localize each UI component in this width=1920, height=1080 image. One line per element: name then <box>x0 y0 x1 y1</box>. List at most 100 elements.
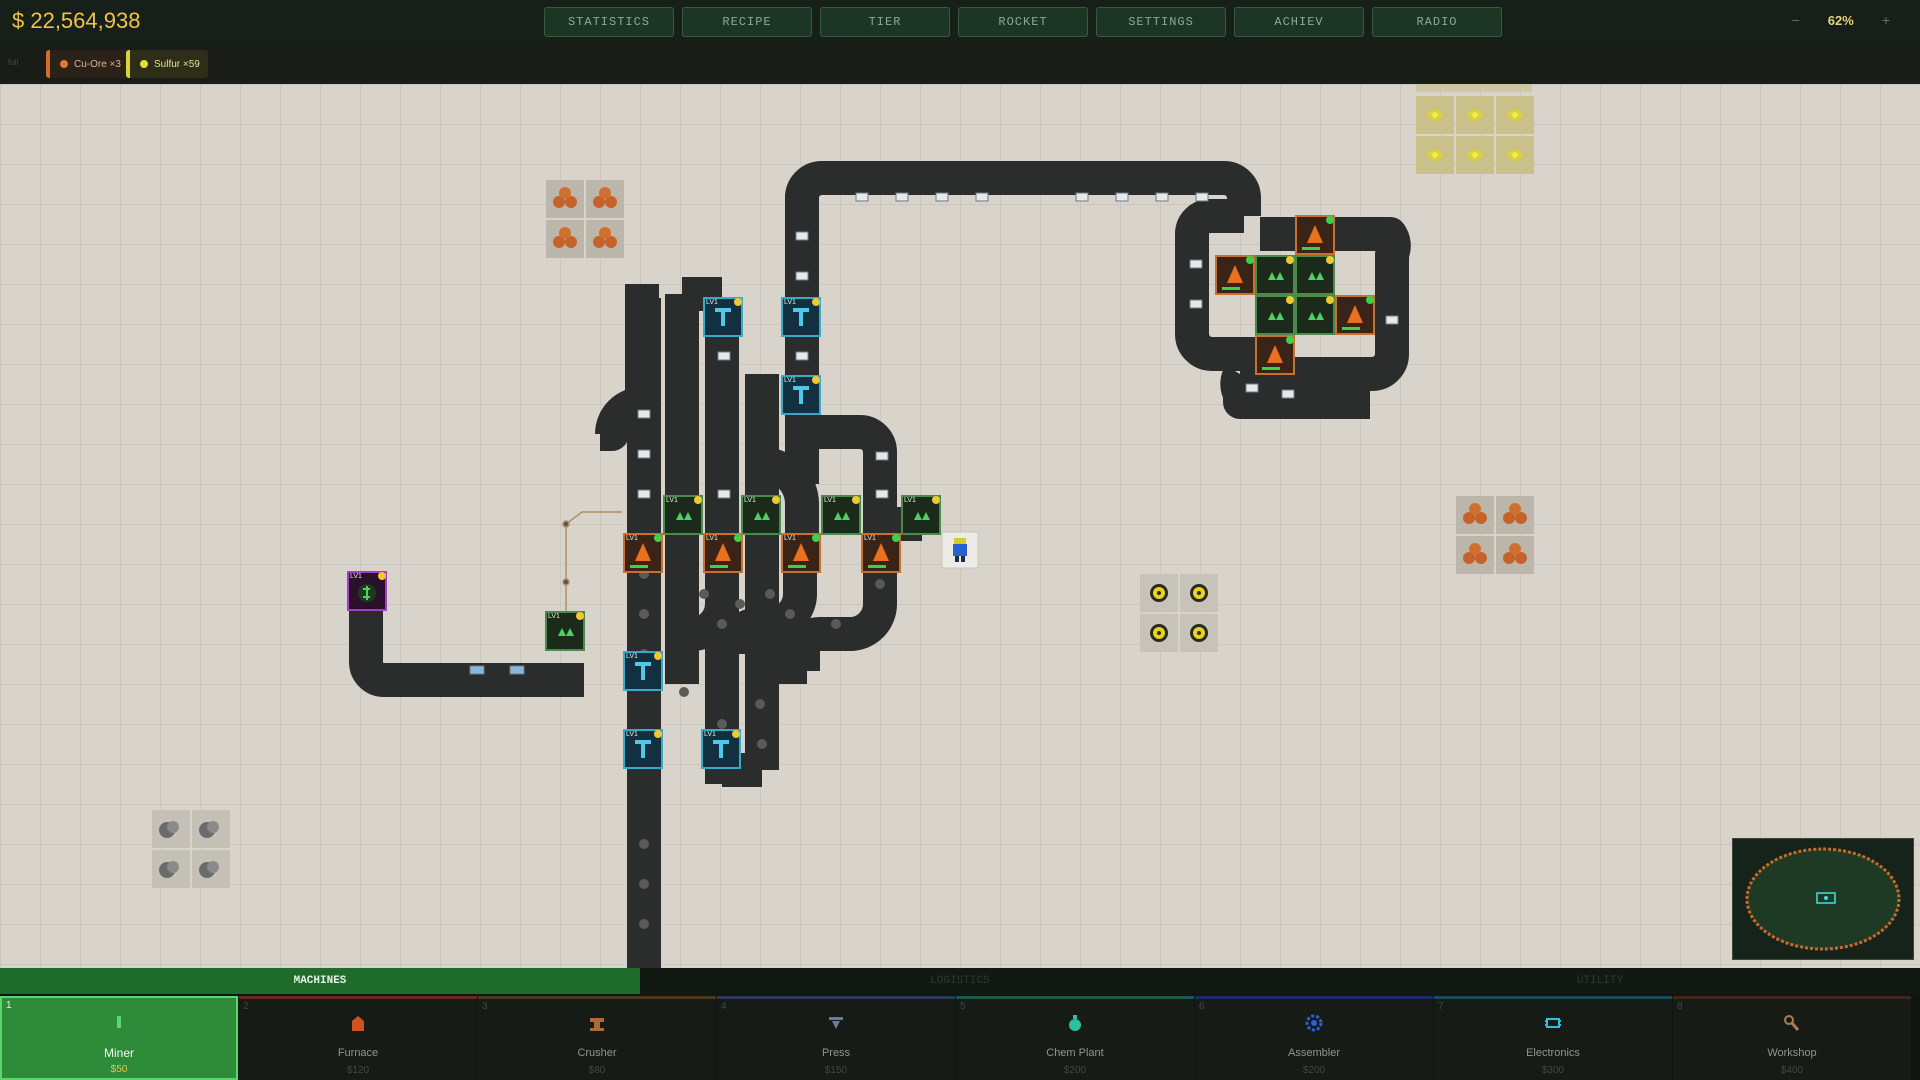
money-counter: $ 22,564,938 <box>12 8 141 33</box>
tab-logistics[interactable]: LOGISTICS <box>640 968 1280 994</box>
furnace-icon <box>352 1016 364 1031</box>
settings-button[interactable]: SETTINGS <box>1096 7 1226 37</box>
chem-plant-icon <box>1069 1015 1081 1031</box>
copper-ore-patch <box>1456 496 1534 574</box>
machine-level-tag: LV1 <box>824 497 836 504</box>
crusher-icon <box>590 1018 604 1031</box>
factory-layout[interactable] <box>0 84 1920 968</box>
machine-level-tag: LV1 <box>626 653 638 660</box>
slot-miner[interactable]: 1 Miner $50 <box>0 996 238 1080</box>
slot-cost: $400 <box>1780 1065 1804 1076</box>
slot-label: Furnace <box>337 1047 379 1059</box>
slot-label: Crusher <box>577 1047 617 1059</box>
resource-chip-label: Cu-Ore ×3 <box>74 58 121 70</box>
copper-ore-patch <box>546 180 624 258</box>
resource-chip-sulfur[interactable]: Sulfur ×59 <box>126 50 208 78</box>
resource-bar: full Cu-Ore ×3 Sulfur ×59 <box>0 44 1920 84</box>
slot-workshop[interactable]: 8 Workshop $400 <box>1673 996 1911 1080</box>
machine-level-tag: LV1 <box>864 535 876 542</box>
slot-hotkey: 1 <box>6 1000 12 1011</box>
slot-cost: $120 <box>346 1065 370 1076</box>
zoom-level: 62% <box>1827 12 1854 28</box>
slot-hotkey: 6 <box>1199 1001 1205 1012</box>
assembler-icon <box>1305 1014 1323 1032</box>
tier-button[interactable]: TIER <box>820 7 950 37</box>
coal-ore-patch <box>152 810 230 888</box>
slot-label: Chem Plant <box>1046 1047 1104 1059</box>
slot-hotkey: 4 <box>721 1001 727 1012</box>
resource-chip-copper-ore[interactable]: Cu-Ore ×3 <box>46 50 129 78</box>
statistics-button[interactable]: STATISTICS <box>544 7 674 37</box>
radio-button[interactable]: RADIO <box>1372 7 1502 37</box>
factory-canvas[interactable]: LV1 LV1 LV1 LV1 LV1 LV1 LV1 LV1 LV1 LV1 … <box>0 84 1920 968</box>
slot-cost: $150 <box>824 1065 848 1076</box>
slot-cost: $300 <box>1541 1065 1565 1076</box>
slot-electronics[interactable]: 7 Electronics $300 <box>1434 996 1672 1080</box>
workshop-icon <box>1784 1015 1800 1031</box>
slot-cost: $200 <box>1302 1065 1326 1076</box>
machine-level-tag: LV1 <box>784 377 796 384</box>
belt-items <box>469 192 1399 675</box>
slot-crusher[interactable]: 3 Crusher $80 <box>478 996 716 1080</box>
machine-level-tag: LV1 <box>626 535 638 542</box>
zoom-out-button[interactable]: − <box>1791 12 1800 28</box>
slot-hotkey: 7 <box>1438 1001 1444 1012</box>
slot-press[interactable]: 4 Press $150 <box>717 996 955 1080</box>
resource-hint: full <box>8 58 19 67</box>
zoom-controls: − 62% + <box>1792 12 1890 28</box>
machine-slots: 1 Miner $50 2 Furnace $120 3 Crusher $80… <box>0 996 1920 1080</box>
furnace-machine[interactable] <box>1335 295 1375 335</box>
slot-label: Press <box>821 1047 851 1059</box>
machine-level-tag: LV1 <box>548 613 560 620</box>
furnace-machine[interactable] <box>1295 215 1335 255</box>
machine-level-tag: LV1 <box>704 731 716 738</box>
slot-label: Electronics <box>1526 1047 1580 1059</box>
main-nav: STATISTICS RECIPE TIER ROCKET SETTINGS A… <box>544 7 1502 37</box>
slot-label: Workshop <box>1767 1047 1817 1059</box>
slot-label: Miner <box>103 1046 134 1060</box>
slot-chem-plant[interactable]: 5 Chem Plant $200 <box>956 996 1194 1080</box>
slot-hotkey: 3 <box>482 1001 488 1012</box>
minimap-viewport <box>1816 892 1836 904</box>
slot-cost: $200 <box>1063 1065 1087 1076</box>
achievements-button[interactable]: ACHIEV <box>1234 7 1364 37</box>
machine-level-tag: LV1 <box>350 573 362 580</box>
minimap[interactable] <box>1732 838 1914 960</box>
slot-assembler[interactable]: 6 Assembler $200 <box>1195 996 1433 1080</box>
miner-icon <box>117 1016 121 1028</box>
category-tabs: MACHINES LOGISTICS UTILITY <box>0 968 1920 994</box>
furnace-machine[interactable] <box>1255 335 1295 375</box>
build-panel: MACHINES LOGISTICS UTILITY 1 Miner $50 2… <box>0 968 1920 1080</box>
rocket-button[interactable]: ROCKET <box>958 7 1088 37</box>
minimap-view <box>1745 847 1901 951</box>
miner-machine[interactable] <box>1255 295 1295 335</box>
machine-level-tag: LV1 <box>784 535 796 542</box>
machine-level-tag: LV1 <box>784 299 796 306</box>
miner-machine[interactable] <box>1295 255 1335 295</box>
power-line <box>562 511 622 624</box>
slot-label: Assembler <box>1288 1047 1340 1059</box>
slot-cost: $80 <box>588 1065 606 1076</box>
player-character[interactable] <box>941 531 979 569</box>
miner-machine[interactable] <box>1255 255 1295 295</box>
uranium-ore-patch <box>1140 574 1218 652</box>
furnace-machine[interactable] <box>1215 255 1255 295</box>
press-icon <box>829 1017 843 1029</box>
machine-level-tag: LV1 <box>666 497 678 504</box>
electronics-icon <box>1545 1018 1561 1028</box>
machine-level-tag: LV1 <box>706 299 718 306</box>
machine-level-tag: LV1 <box>626 731 638 738</box>
zoom-in-button[interactable]: + <box>1881 12 1890 28</box>
slot-furnace[interactable]: 2 Furnace $120 <box>239 996 477 1080</box>
top-bar: $ 22,564,938 STATISTICS RECIPE TIER ROCK… <box>0 0 1920 45</box>
tab-machines[interactable]: MACHINES <box>0 968 640 994</box>
slot-hotkey: 8 <box>1677 1001 1683 1012</box>
slot-hotkey: 2 <box>243 1001 249 1012</box>
recipe-button[interactable]: RECIPE <box>682 7 812 37</box>
slot-hotkey: 5 <box>960 1001 966 1012</box>
miner-machine[interactable] <box>1295 295 1335 335</box>
slot-cost: $50 <box>110 1064 128 1075</box>
sulfur-dot-icon <box>140 60 148 68</box>
tab-utility[interactable]: UTILITY <box>1280 968 1920 994</box>
machine-level-tag: LV1 <box>706 535 718 542</box>
